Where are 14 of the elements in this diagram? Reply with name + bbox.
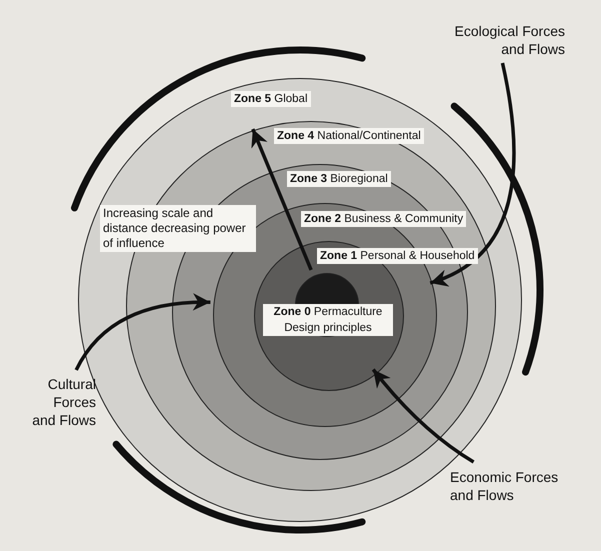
- zone-label: Zone 3 Bioregional: [287, 171, 391, 187]
- arrow: [74, 294, 210, 371]
- zone-label: Zone 0 Permaculture Design principles: [263, 304, 393, 336]
- flow-label: Economic Forces and Flows: [450, 468, 568, 504]
- zone-label: Zone 1 Personal & Household: [317, 248, 478, 264]
- flow-label: Cultural Forces and Flows: [30, 375, 96, 429]
- flow-label: Ecological Forces and Flows: [440, 22, 565, 58]
- zone-label: Zone 2 Business & Community: [301, 211, 466, 227]
- note-text: Increasing scale and distance decreasing power of influence: [100, 205, 256, 252]
- arrow: [251, 128, 313, 271]
- zone-label: Zone 4 National/Continental: [274, 128, 424, 144]
- arrow: [430, 62, 516, 286]
- arrow: [372, 368, 475, 464]
- zone-label: Zone 5 Global: [231, 91, 310, 107]
